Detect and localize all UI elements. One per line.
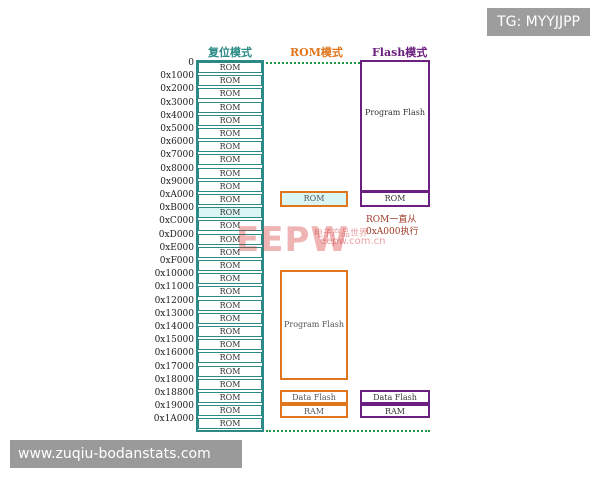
rom-mode-data-flash-label: Data Flash	[292, 393, 336, 402]
rom-cell: ROM	[198, 75, 262, 87]
address-label: 0xC000	[159, 216, 194, 227]
address-label: 0x2000	[160, 84, 194, 95]
address-label: 0x1000	[160, 71, 194, 82]
address-label: 0xE000	[159, 242, 194, 253]
address-label: 0xB000	[159, 203, 194, 214]
rom-mode-rom-block: ROM	[280, 191, 348, 207]
rom-cell: ROM	[198, 207, 262, 219]
rom-cell: ROM	[198, 88, 262, 100]
header-reset-mode: 复位模式	[208, 46, 252, 59]
address-label: 0xD000	[158, 229, 194, 240]
bottom-divider-line	[266, 430, 430, 432]
rom-cell: ROM	[198, 418, 262, 430]
address-label: 0x7000	[160, 150, 194, 161]
header-rom-mode: ROM模式	[290, 46, 343, 59]
rom-cell: ROM	[198, 233, 262, 245]
rom-cell: ROM	[198, 378, 262, 390]
flash-mode-note-line1: ROM一直从	[366, 215, 417, 225]
address-label: 0x3000	[160, 97, 194, 108]
address-label: 0x14000	[154, 322, 194, 332]
address-label: 0x8000	[160, 163, 194, 174]
address-label: 0x11000	[154, 282, 194, 293]
address-label: 0x13000	[154, 308, 194, 319]
flash-mode-program-flash-block: Program Flash	[360, 60, 430, 192]
address-label: 0x12000	[154, 295, 194, 306]
rom-mode-ram-label: RAM	[304, 407, 324, 416]
watermark-cn-text: 电子产品世界	[314, 229, 369, 239]
rom-mode-program-flash-block: Program Flash	[280, 270, 348, 380]
flash-mode-rom-block: ROM	[360, 191, 430, 207]
address-label: 0x19000	[154, 401, 194, 412]
watermark-url: eepw.com.cn	[320, 236, 386, 247]
tg-badge: TG: MYYJJPP	[487, 8, 590, 36]
rom-cell: ROM	[198, 101, 262, 113]
flash-mode-data-flash-label: Data Flash	[373, 393, 417, 402]
rom-cell: ROM	[198, 405, 262, 417]
rom-cell: ROM	[198, 154, 262, 166]
rom-cell: ROM	[198, 339, 262, 351]
rom-cell: ROM	[198, 167, 262, 179]
rom-mode-data-flash-block: Data Flash	[280, 390, 348, 404]
address-label: 0x18000	[154, 374, 194, 385]
rom-cell: ROM	[198, 273, 262, 285]
rom-cell: ROM	[198, 246, 262, 258]
flash-mode-ram-label: RAM	[385, 407, 405, 416]
address-label: 0x9000	[160, 176, 194, 187]
rom-cell: ROM	[198, 392, 262, 403]
rom-mode-ram-block: RAM	[280, 404, 348, 418]
rom-cell: ROM	[198, 260, 262, 271]
reset-mode-column	[196, 60, 264, 432]
rom-cell: ROM	[198, 180, 262, 192]
address-label: 0x5000	[160, 124, 194, 134]
flash-mode-ram-block: RAM	[360, 404, 430, 418]
watermark-logo: EEPW	[236, 220, 349, 260]
rom-cell: ROM	[198, 326, 262, 337]
address-label: 0	[188, 58, 194, 68]
rom-cell: ROM	[198, 62, 262, 73]
rom-cell: ROM	[198, 114, 262, 126]
rom-mode-program-flash-label: Program Flash	[283, 320, 344, 329]
rom-cell: ROM	[198, 141, 262, 153]
address-label: 0x10000	[154, 269, 194, 280]
header-flash-mode: Flash模式	[372, 46, 428, 59]
address-label: 0xF000	[159, 256, 194, 266]
rom-cell: ROM	[198, 286, 262, 298]
flash-mode-note: ROM一直从 0xA000执行	[366, 214, 418, 238]
top-divider-line	[266, 62, 360, 64]
rom-cell: ROM	[198, 312, 262, 324]
address-label: 0x16000	[154, 348, 194, 359]
rom-cell: ROM	[198, 194, 262, 205]
footer-url-banner[interactable]: www.zuqiu-bodanstats.com	[10, 440, 242, 468]
address-label: 0x18800	[154, 388, 194, 398]
address-label: 0x1A000	[153, 414, 194, 425]
flash-mode-note-line2: 0xA000执行	[366, 227, 419, 237]
flash-mode-rom-label: ROM	[384, 194, 406, 203]
flash-mode-data-flash-block: Data Flash	[360, 390, 430, 404]
rom-cell: ROM	[198, 128, 262, 139]
address-label: 0x15000	[154, 335, 194, 346]
rom-mode-rom-label: ROM	[303, 194, 325, 203]
rom-cell: ROM	[198, 365, 262, 377]
rom-cell: ROM	[198, 299, 262, 311]
address-label: 0x17000	[154, 361, 194, 372]
rom-cell: ROM	[198, 352, 262, 364]
address-label: 0x4000	[160, 110, 194, 121]
address-label: 0xA000	[159, 190, 194, 200]
address-label: 0x6000	[160, 137, 194, 148]
rom-cell: ROM	[198, 220, 262, 232]
flash-mode-program-flash-label: Program Flash	[364, 108, 425, 117]
